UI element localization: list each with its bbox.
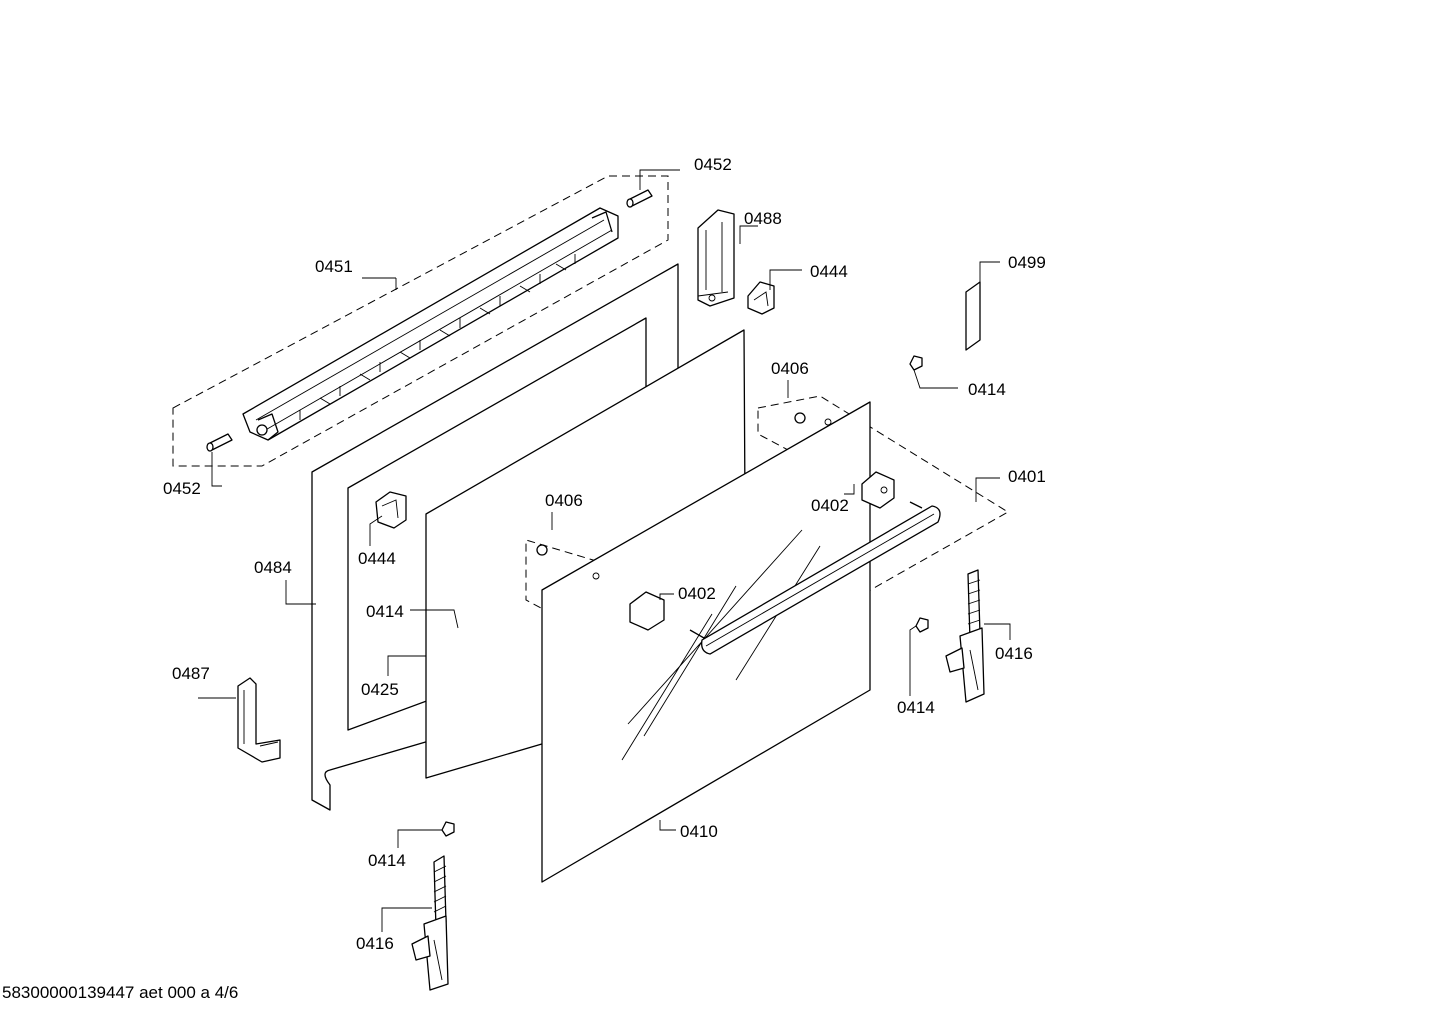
label-0410: 0410	[680, 822, 718, 841]
label-0401: 0401	[1008, 467, 1046, 486]
label-0452-left: 0452	[163, 479, 201, 498]
bracket-0487	[237, 677, 281, 763]
spacer-0406-top	[794, 412, 806, 424]
door-trim-bar	[242, 207, 619, 441]
hinge-pin-left	[206, 433, 233, 452]
label-0402-mid: 0402	[678, 584, 716, 603]
label-0414-right: 0414	[968, 380, 1006, 399]
label-0402-top: 0402	[811, 496, 849, 515]
label-0416-bottom: 0416	[356, 934, 394, 953]
label-0414-mid: 0414	[366, 602, 404, 621]
spacer-0406-mid	[536, 544, 548, 556]
label-0414-bottom: 0414	[368, 851, 406, 870]
bumper-0414-right	[909, 355, 923, 371]
door-handle	[689, 501, 941, 655]
label-0499: 0499	[1008, 253, 1046, 272]
hinge-pin-top	[626, 189, 653, 208]
strip-0499	[965, 281, 981, 351]
clip-0444-top	[747, 281, 775, 315]
clip-0444-left	[375, 491, 407, 529]
bumper-0414-lowright	[915, 617, 929, 633]
block-0402-top	[861, 471, 895, 509]
label-0444-top: 0444	[810, 262, 848, 281]
trim-group-outline	[172, 175, 669, 467]
label-0416-right: 0416	[995, 644, 1033, 663]
bracket-0488	[697, 209, 735, 307]
label-0444-left: 0444	[358, 549, 396, 568]
label-0452-top: 0452	[694, 155, 732, 174]
label-0484: 0484	[254, 558, 292, 577]
label-0406-mid: 0406	[545, 491, 583, 510]
document-code: 58300000139447 aet 000 a 4/6	[2, 983, 238, 1002]
hinge-0416-right	[945, 569, 985, 703]
label-0451: 0451	[315, 257, 353, 276]
label-0487: 0487	[172, 664, 210, 683]
block-0402-mid	[629, 591, 665, 631]
leader-lines	[198, 169, 1011, 932]
label-0406-top: 0406	[771, 359, 809, 378]
bumper-0414-bottom	[441, 821, 455, 837]
label-0425: 0425	[361, 680, 399, 699]
hinge-0416-bottom	[411, 855, 449, 991]
label-0488: 0488	[744, 209, 782, 228]
label-0414-lowright: 0414	[897, 698, 935, 717]
